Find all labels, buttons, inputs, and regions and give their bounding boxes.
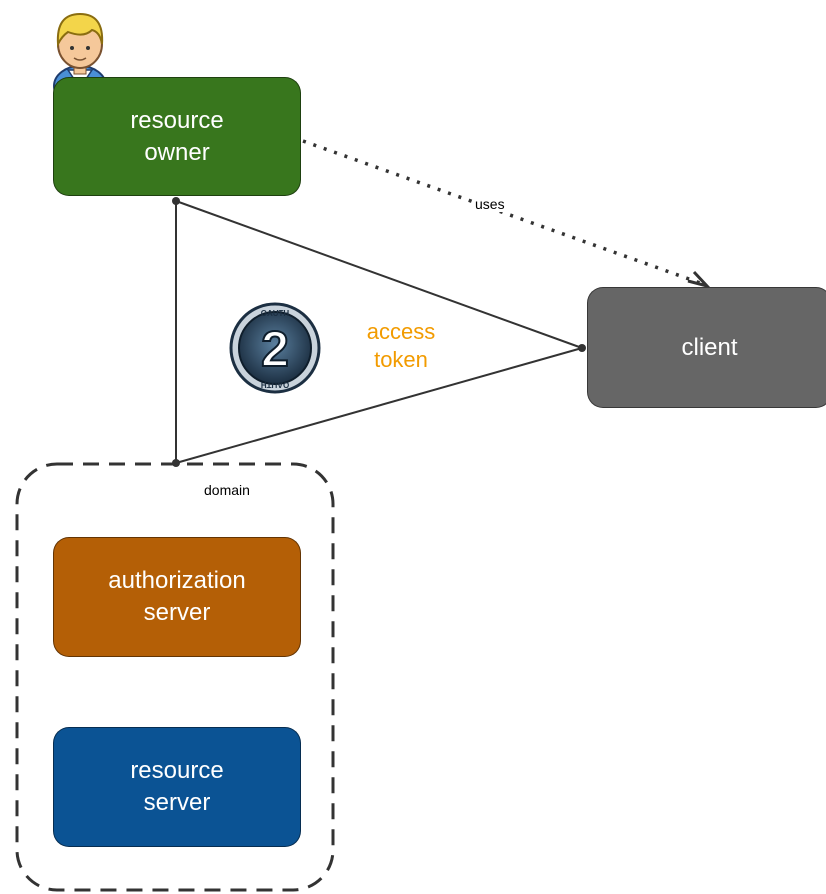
client-label: client (681, 333, 738, 361)
resource-server-label: resource server (130, 757, 224, 816)
arrowhead-icon (687, 270, 712, 289)
edge-endpoint-dot (578, 344, 586, 352)
resource-owner-node[interactable]: resource owner (53, 77, 301, 196)
edge-endpoint-dot (172, 459, 180, 467)
resource-owner-label: resource owner (130, 106, 224, 166)
logo-number: 2 (261, 321, 289, 377)
client-node[interactable]: client (587, 287, 826, 408)
authorization-server-node[interactable]: authorization server (53, 537, 301, 657)
logo-bottom-text: OAUTH (261, 380, 290, 389)
access-token-label: access token (366, 319, 436, 372)
uses-edge-label: uses (474, 196, 506, 212)
edge-owner-to-client (175, 200, 583, 349)
authorization-server-label: authorization server (108, 567, 246, 626)
edge-client-to-domain (175, 347, 583, 464)
domain-group-label: domain (204, 482, 250, 498)
logo-top-text: OAUTH (261, 309, 290, 318)
edge-uses-dotted (302, 139, 704, 286)
edge-endpoint-dot (172, 197, 180, 205)
resource-server-node[interactable]: resource server (53, 727, 301, 847)
oauth-2-logo: OAUTH 2 OAUTH (229, 302, 321, 394)
